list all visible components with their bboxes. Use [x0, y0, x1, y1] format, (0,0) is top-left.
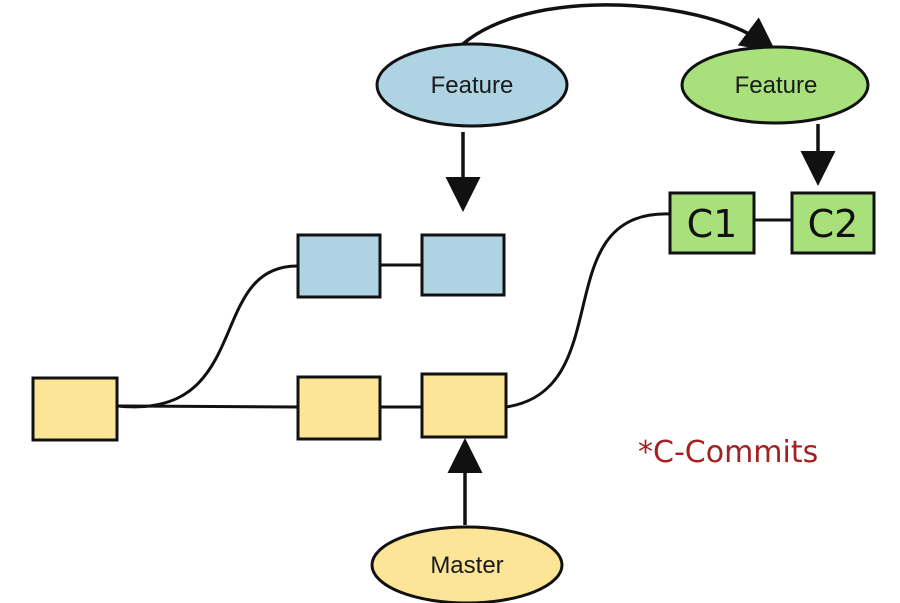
branch-lines — [117, 212, 792, 409]
legend-commits: *C-Commits — [638, 435, 818, 470]
new-feature-label: Feature — [735, 72, 818, 99]
master-commit-2 — [420, 372, 508, 439]
pointers — [370, 42, 870, 603]
base-commit — [31, 376, 119, 442]
arrows — [445, 3, 836, 525]
master-commit-1 — [296, 375, 382, 441]
commit-c1-label: C1 — [687, 202, 738, 246]
feature-move-arrow — [450, 3, 777, 57]
line-base-to-feature-branch — [117, 264, 299, 409]
line-base-to-master — [117, 404, 299, 409]
commits — [31, 191, 876, 442]
master-pointer — [370, 525, 564, 603]
commit-c2-label: C2 — [808, 202, 859, 246]
old-feature-commit-2 — [420, 233, 506, 297]
line-master-to-c1 — [505, 212, 671, 409]
old-feature-commit-1 — [296, 233, 382, 299]
old-feature-pointer — [375, 42, 569, 128]
commit-c1 — [668, 191, 756, 255]
old-feature-label: Feature — [431, 72, 514, 99]
commit-c2 — [790, 191, 876, 255]
new-feature-pointer — [680, 45, 870, 125]
master-label: Master — [430, 552, 503, 579]
